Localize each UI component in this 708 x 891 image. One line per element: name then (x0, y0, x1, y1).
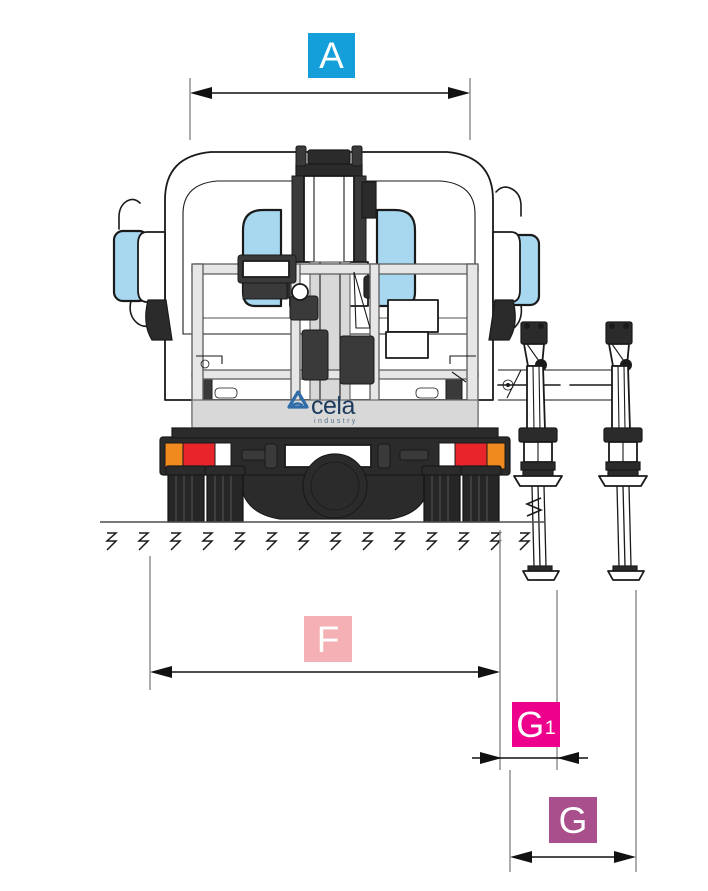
dimension-a-arrow-left (190, 87, 212, 99)
dimension-f-arrow-right (478, 666, 500, 678)
dimension-label-g1-text: G (516, 703, 545, 745)
dimension-label-g: G (549, 797, 597, 843)
svg-text:industry: industry (314, 418, 358, 425)
rear-wheel-left-outer (167, 472, 205, 523)
taillight-red-right (454, 442, 488, 470)
dimension-label-g1-subscript: 1 (544, 716, 556, 739)
svg-text:cela: cela (311, 392, 355, 420)
taillight-orange-right (486, 442, 506, 470)
taillight-red-left (182, 442, 216, 470)
reverse-light-left (214, 442, 232, 470)
outrigger-inner (506, 321, 563, 581)
dimension-label-g-text: G (558, 799, 588, 841)
taillight-orange-left (164, 442, 184, 470)
differential-housing (302, 453, 368, 519)
dimension-label-a: A (308, 33, 355, 78)
rear-wheel-left-inner (206, 472, 244, 523)
dimension-g-arrow-right (614, 851, 636, 863)
dimension-f-group (149, 530, 501, 770)
dimension-f-arrow-left (150, 666, 172, 678)
dimension-label-f: F (304, 616, 352, 662)
rear-axle-assembly (165, 453, 502, 523)
dimension-g1-group (472, 590, 588, 770)
dimension-g-group (509, 590, 637, 872)
dimension-g1-arrow-left (480, 752, 502, 764)
dimension-label-f-text: F (316, 618, 340, 660)
rear-wheel-right-inner (423, 472, 461, 523)
dimension-label-a-text: A (319, 35, 344, 76)
cela-logo: cela industry (287, 390, 358, 425)
reverse-light-right (438, 442, 456, 470)
dimension-a-group (189, 78, 471, 140)
dimension-a-arrow-right (448, 87, 470, 99)
dimension-g1-arrow-right (557, 752, 579, 764)
ground-line-group (100, 521, 545, 551)
outrigger-outer (598, 321, 648, 581)
ground-hatching (105, 532, 531, 551)
rear-wheel-right-outer (462, 472, 500, 523)
dimension-g-arrow-left (510, 851, 532, 863)
stabilizer-beam (497, 369, 619, 401)
